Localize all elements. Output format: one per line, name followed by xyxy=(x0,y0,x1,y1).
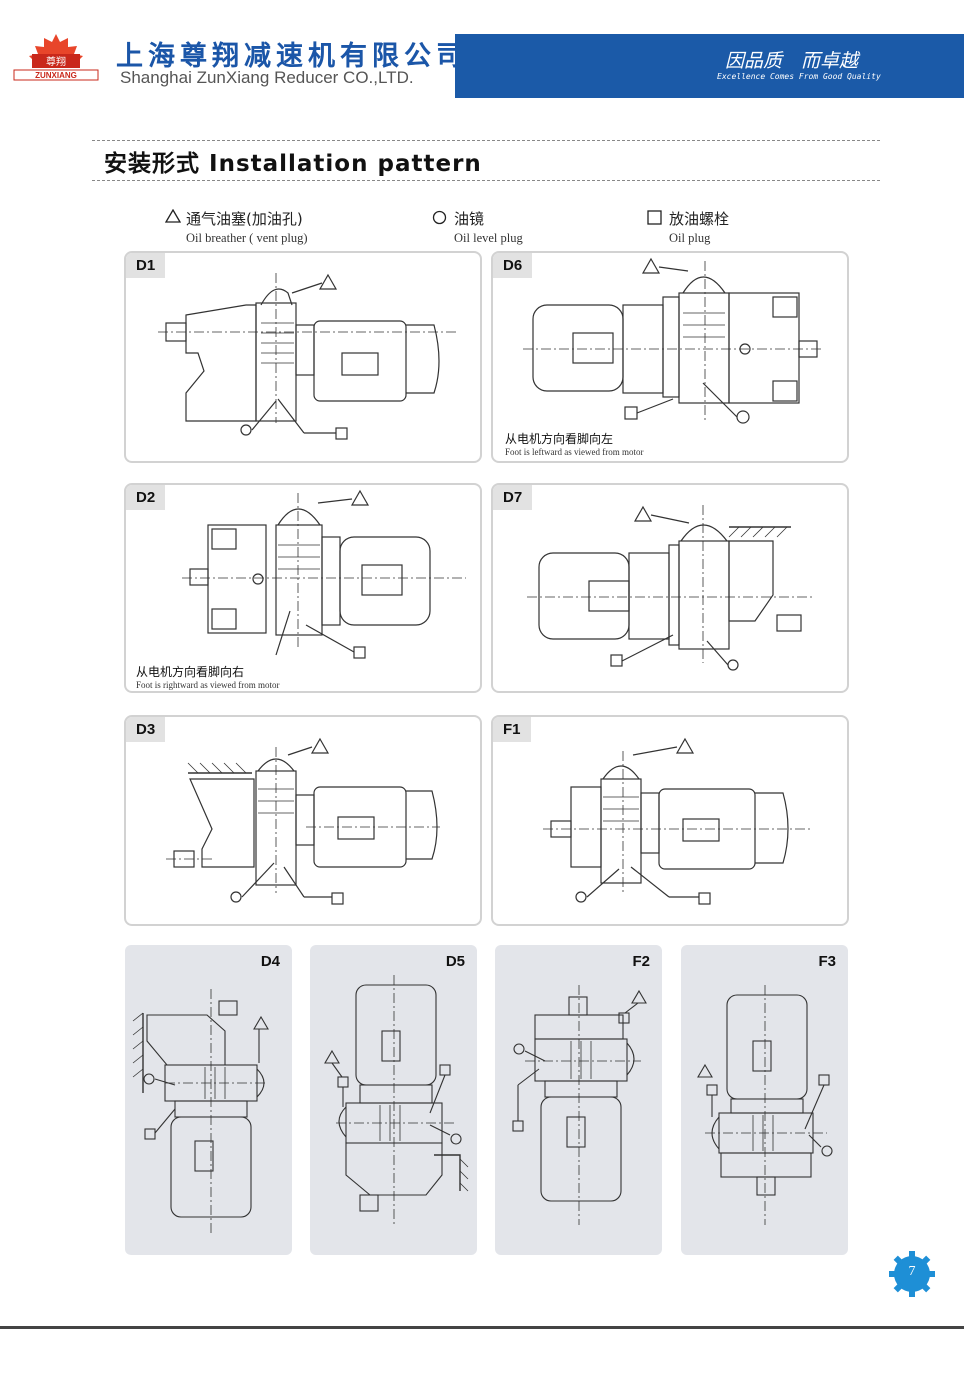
bottom-rule xyxy=(0,1326,964,1329)
page-number: 7 xyxy=(908,1264,916,1279)
mounting-panel-d3: D3 xyxy=(124,715,482,926)
legend-label-en: Oil plug xyxy=(669,231,711,245)
reducer-drawing xyxy=(166,737,440,905)
panel-label: F1 xyxy=(493,717,531,742)
mounting-panel-d7: D7 xyxy=(491,483,849,693)
panel-label: F3 xyxy=(818,953,836,970)
panel-label: F2 xyxy=(632,953,650,970)
divider-top xyxy=(92,140,880,141)
foot-direction-note-cn: 从电机方向看脚向右 xyxy=(136,665,245,679)
company-logo: 尊翔 ZUNXIANG xyxy=(13,34,99,81)
mounting-panel-d2: D2 从电机方向看脚向右 Foot is rightward as viewed… xyxy=(124,483,482,693)
mounting-panel-f3: F3 xyxy=(681,945,848,1255)
mounting-panel-f1: F1 xyxy=(491,715,849,926)
reducer-drawing xyxy=(158,273,456,440)
panel-label: D4 xyxy=(260,953,280,970)
square-icon xyxy=(647,210,662,225)
mounting-panel-d4: D4 xyxy=(125,945,292,1255)
slogan-cn: 因品质 而卓越 xyxy=(725,50,859,72)
foot-direction-note-en: Foot is leftward as viewed from motor xyxy=(505,447,644,457)
header-banner xyxy=(455,34,964,98)
legend-label-cn: 油镜 xyxy=(454,210,485,228)
section-title: 安装形式 Installation pattern xyxy=(104,151,482,177)
circle-icon xyxy=(432,210,447,225)
panel-label: D7 xyxy=(493,485,533,510)
reducer-drawing xyxy=(132,989,269,1235)
panel-label: D2 xyxy=(126,485,166,510)
legend-label-cn: 通气油塞(加油孔) xyxy=(186,210,303,228)
legend-label-cn: 放油螺栓 xyxy=(669,210,730,228)
reducer-drawing xyxy=(527,505,813,671)
reducer-drawing xyxy=(512,985,647,1225)
mounting-panel-d6: D6 从电机方向看脚向左 Foot is leftward as viewed … xyxy=(491,251,849,463)
triangle-icon xyxy=(165,209,181,223)
panel-label: D3 xyxy=(126,717,166,742)
legend-label-en: Oil breather ( vent plug) xyxy=(186,231,308,245)
logo-subtext: ZUNXIANG xyxy=(35,71,77,80)
mounting-panel-f2: F2 xyxy=(495,945,662,1255)
slogan-en: Excellence Comes From Good Quality xyxy=(717,72,881,81)
company-name-en: Shanghai ZunXiang Reducer CO.,LTD. xyxy=(120,68,414,87)
foot-direction-note-en: Foot is rightward as viewed from motor xyxy=(136,680,280,690)
reducer-drawing xyxy=(324,975,469,1225)
reducer-drawing xyxy=(697,985,833,1225)
reducer-drawing xyxy=(543,737,813,905)
company-name-cn: 上海尊翔减速机有限公司 xyxy=(116,41,468,72)
legend-label-en: Oil level plug xyxy=(454,231,523,245)
logo-text: 尊翔 xyxy=(46,55,66,68)
divider-bottom xyxy=(92,180,880,181)
foot-direction-note-cn: 从电机方向看脚向左 xyxy=(505,432,614,446)
mounting-panel-d1: D1 xyxy=(124,251,482,463)
panel-label: D5 xyxy=(445,953,465,970)
gear-icon xyxy=(889,1251,935,1297)
reducer-drawing xyxy=(182,489,466,659)
reducer-drawing xyxy=(523,257,823,424)
panel-label: D1 xyxy=(126,253,166,278)
panel-label: D6 xyxy=(493,253,533,278)
mounting-panel-d5: D5 xyxy=(310,945,477,1255)
